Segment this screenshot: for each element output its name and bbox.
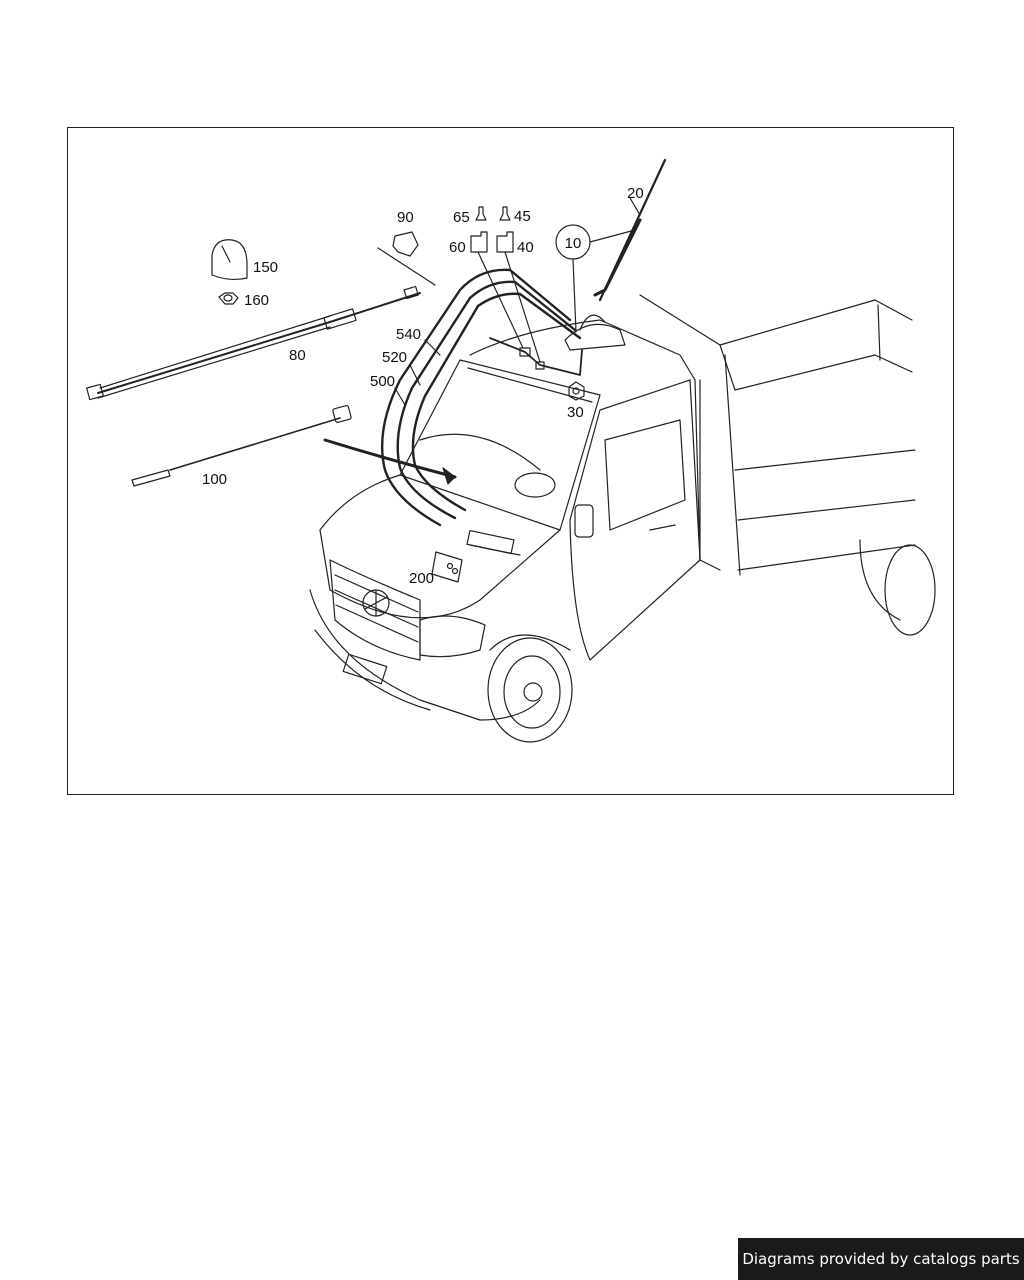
diagram-frame [67,127,954,795]
footer-credit-badge: Diagrams provided by catalogs parts [738,1238,1024,1280]
routing-arrow [323,438,457,485]
label-80: 80 [289,347,306,364]
cable-harness [380,268,582,527]
cable-80 [86,285,421,401]
component-200 [431,551,463,583]
label-100: 100 [202,471,227,488]
footer-credit-text: Diagrams provided by catalogs parts [742,1250,1020,1268]
cable-100 [131,405,352,487]
label-20: 20 [627,185,644,202]
truck-cab-drawing [309,319,721,743]
leader-lines [394,197,641,406]
label-40: 40 [517,239,534,256]
label-160: 160 [244,292,269,309]
connector-drawing [470,206,583,376]
label-60: 60 [449,239,466,256]
label-30: 30 [567,404,584,421]
label-500: 500 [370,373,395,390]
label-90: 90 [397,209,414,226]
label-540: 540 [396,326,421,343]
label-65: 65 [453,209,470,226]
label-200: 200 [409,570,434,587]
part-labels: 10 20 30 40 45 60 65 80 90 100 150 160 2… [202,185,644,587]
label-45: 45 [514,208,531,225]
callout-10 [555,224,636,333]
label-150: 150 [253,259,278,276]
component-150-160 [211,239,248,305]
flatbed-drawing [639,294,936,636]
label-10: 10 [565,235,582,252]
label-520: 520 [382,349,407,366]
component-90-clip [377,231,436,286]
antenna-drawing [564,158,667,401]
